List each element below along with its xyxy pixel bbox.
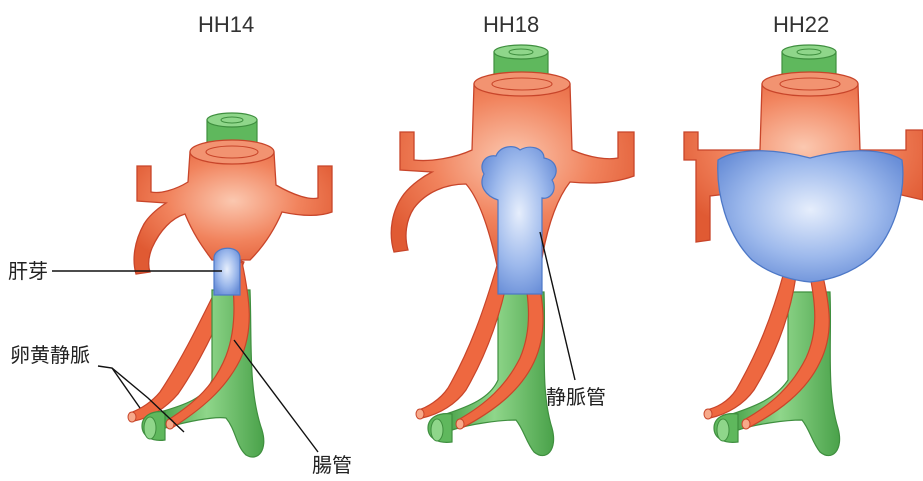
label-ductus-venosus: 静脈管 [546,385,606,409]
leader-line [540,232,575,380]
label-vitelline-veins: 卵黄静脈 [10,343,90,367]
label-gut-tube: 腸管 [312,453,352,477]
stage-hh18: HH18 静脈管 [391,12,634,456]
stage-title: HH14 [198,12,254,37]
stage-hh14: HH14 肝芽 [8,12,352,477]
stage-title: HH22 [773,12,829,37]
stage-title: HH18 [483,12,539,37]
liver [718,151,903,282]
label-liver-bud: 肝芽 [8,259,48,283]
stage-hh22: HH22 [684,12,923,456]
